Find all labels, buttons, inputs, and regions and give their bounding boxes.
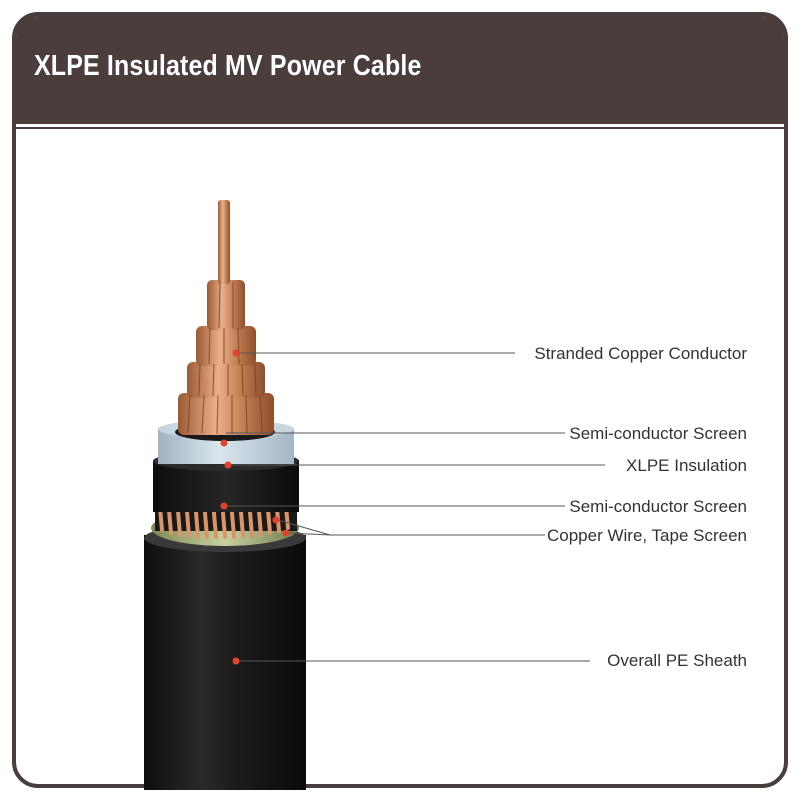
marker-dot xyxy=(232,657,240,665)
label-xlpe-insulation: XLPE Insulation xyxy=(626,456,747,475)
page-title: XLPE Insulated MV Power Cable xyxy=(34,50,422,82)
label-overall-pe-sheath: Overall PE Sheath xyxy=(607,651,747,670)
label-outer-semiconductor-screen: Semi-conductor Screen xyxy=(569,497,747,516)
label-stranded-copper-conductor: Stranded Copper Conductor xyxy=(534,344,747,363)
marker-dot xyxy=(272,516,280,524)
stranded-copper-conductor xyxy=(178,200,274,435)
label-inner-semiconductor-screen: Semi-conductor Screen xyxy=(569,424,747,443)
header-band xyxy=(16,16,784,124)
marker-dot xyxy=(220,439,228,447)
marker-dot xyxy=(224,461,232,469)
marker-dot xyxy=(220,502,228,510)
leader-lines xyxy=(224,352,605,662)
marker-dot xyxy=(232,349,240,357)
marker-dots xyxy=(220,349,290,665)
label-copper-wire-tape-screen: Copper Wire, Tape Screen xyxy=(546,526,747,545)
marker-dot xyxy=(282,529,290,537)
pe-sheath xyxy=(144,535,306,790)
